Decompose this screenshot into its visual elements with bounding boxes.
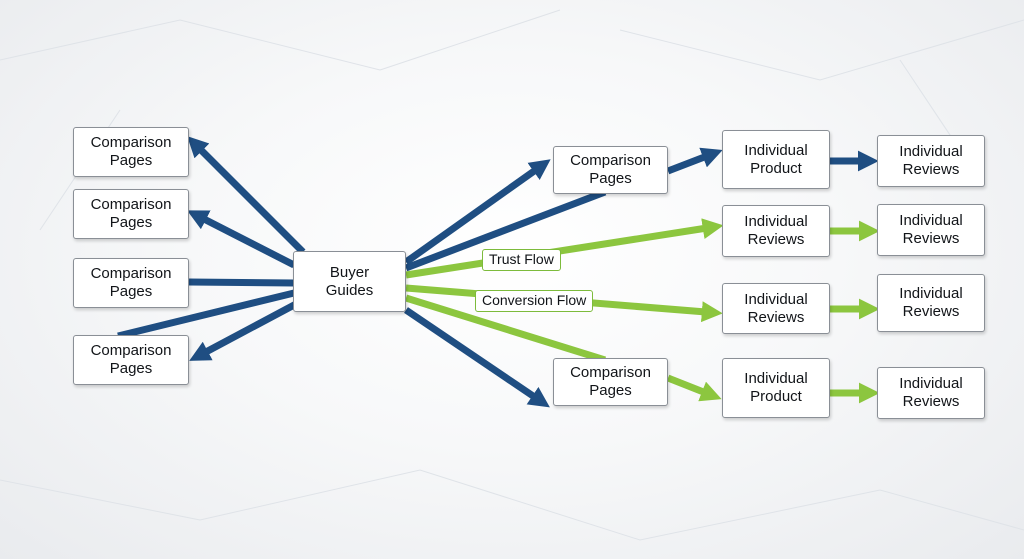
hub-node-buyer-guides: Buyer Guides (293, 251, 406, 312)
conversion-flow-label: Conversion Flow (475, 290, 594, 312)
column2-node-2: Individual Reviews (722, 205, 830, 257)
left-comparison-node-4: Comparison Pages (73, 335, 189, 385)
arrow-comparison-bottom-to-product (666, 374, 722, 402)
column3-node-3: Individual Reviews (877, 274, 985, 332)
column3-node-4: Individual Reviews (877, 367, 985, 419)
left-comparison-node-3: Comparison Pages (73, 258, 189, 308)
node-label: Comparison Pages (90, 265, 172, 300)
node-label: Individual Product (744, 141, 808, 177)
left-blue-arrows (117, 136, 306, 361)
node-label: Individual Reviews (899, 285, 963, 320)
arrow-line-left-lower (117, 289, 295, 340)
trust-flow-label: Trust Flow (482, 249, 561, 271)
right-blue-arrows (403, 147, 879, 408)
node-label: Individual Reviews (899, 212, 963, 247)
left-comparison-node-2: Comparison Pages (73, 189, 189, 239)
arrow-hub-to-bottom-green (404, 294, 607, 364)
node-label: Buyer Guides (325, 263, 374, 299)
arrow-to-comparison-2 (187, 210, 296, 269)
arrow-from-hub-to-comparison-3 (188, 278, 295, 287)
left-comparison-node-1: Comparison Pages (73, 127, 189, 177)
node-label: Individual Reviews (744, 290, 808, 326)
node-label: Individual Reviews (744, 213, 808, 248)
node-label: Individual Product (744, 370, 808, 405)
arrow-hub-to-comparison-bottom (404, 307, 550, 408)
column2-node-1: Individual Product (722, 130, 830, 189)
column3-node-2: Individual Reviews (877, 204, 985, 256)
column2-node-4: Individual Product (722, 358, 830, 418)
node-label: Comparison Pages (90, 196, 172, 231)
right-comparison-node-top: Comparison Pages (553, 146, 668, 194)
column2-node-3: Individual Reviews (722, 283, 830, 334)
arrow-comparison-top-to-product (666, 147, 723, 175)
node-label: Comparison Pages (570, 152, 651, 187)
node-label: Comparison Pages (570, 364, 651, 399)
arrow-hub-to-comparison-top-behind (404, 188, 607, 272)
arrow-to-comparison-1 (187, 136, 306, 255)
background-network (0, 9, 1024, 541)
node-label: Individual Reviews (899, 143, 963, 178)
arrow-to-comparison-4 (189, 300, 298, 361)
node-label: Individual Reviews (899, 375, 963, 410)
arrow-hub-to-comparison-top (403, 159, 551, 265)
column3-node-1: Individual Reviews (877, 135, 985, 187)
right-comparison-node-bottom: Comparison Pages (553, 358, 668, 406)
node-label: Comparison Pages (90, 134, 172, 169)
node-label: Comparison Pages (90, 342, 172, 377)
